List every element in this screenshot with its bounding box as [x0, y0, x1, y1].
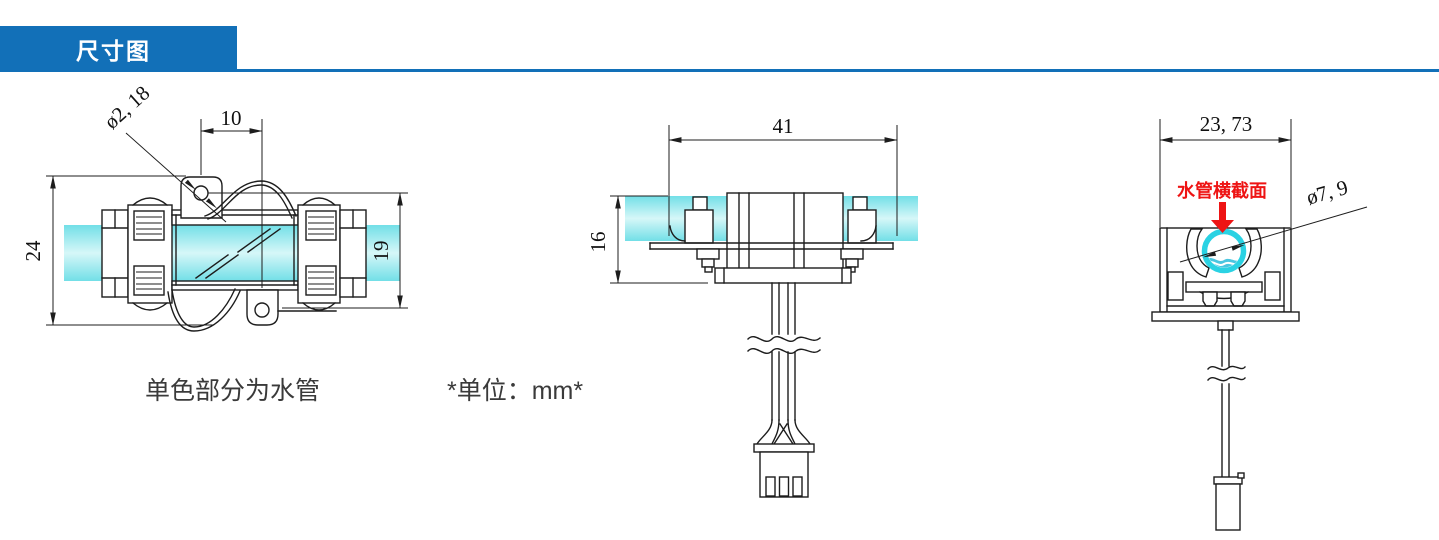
cable-break-mark — [747, 336, 821, 342]
hole-diameter-label: ø2, 18 — [99, 81, 154, 134]
dimension-23-73-group: 23, 73 — [1159, 112, 1292, 227]
pipe-diameter-label: ø7, 9 — [1304, 175, 1351, 210]
down-arrow-icon — [1219, 202, 1226, 221]
dimension-19: 19 — [369, 241, 393, 262]
top-mount-hole — [193, 185, 209, 201]
side-view: 24 19 10 ø2, 18 — [21, 81, 408, 332]
dimension-24-group: 24 — [21, 175, 214, 326]
section-cable — [1207, 329, 1246, 531]
down-arrow-head — [1211, 220, 1234, 233]
pipe-note: 单色部分为水管 — [145, 377, 320, 405]
header-divider — [0, 69, 1439, 72]
dimension-41: 41 — [773, 114, 794, 138]
section-title-tab: 尺寸图 — [0, 26, 237, 71]
side-view-body — [101, 176, 367, 332]
pipe-clamp-arm-right — [1238, 228, 1262, 278]
pipe-section-pointer: 水管横截面 — [1177, 180, 1267, 233]
cable-break-mark — [1207, 365, 1246, 371]
dimension-41-group: 41 — [668, 114, 898, 236]
cable-connector-side — [1215, 483, 1241, 531]
hole-diameter-callout: ø2, 18 — [99, 81, 227, 223]
dimension-16-group: 16 — [586, 195, 708, 284]
dimension-24: 24 — [21, 240, 45, 262]
front-view: 41 16 — [586, 114, 918, 498]
dimension-23-73: 23, 73 — [1200, 112, 1253, 136]
pipe-section-label: 水管横截面 — [1177, 180, 1267, 201]
dimension-10-group: 10 — [200, 106, 263, 288]
bottom-mount-hole — [254, 302, 270, 318]
page-title: 尺寸图 — [76, 37, 151, 64]
front-view-body — [649, 192, 894, 284]
section-body — [1151, 227, 1300, 331]
pipe-clamp-arm-left — [1186, 228, 1210, 278]
unit-note: *单位：mm* — [447, 377, 583, 405]
section-base-plate — [1151, 311, 1300, 322]
dimension-10: 10 — [221, 106, 242, 130]
connector-collar — [753, 443, 815, 453]
dimension-19-group: 19 — [208, 192, 408, 309]
dimension-16: 16 — [586, 232, 610, 253]
front-cable — [747, 282, 821, 498]
cross-section-view: 23, 73 ø7, 9 水管横截面 — [1151, 112, 1368, 531]
pipe-cross-section — [1201, 228, 1247, 274]
